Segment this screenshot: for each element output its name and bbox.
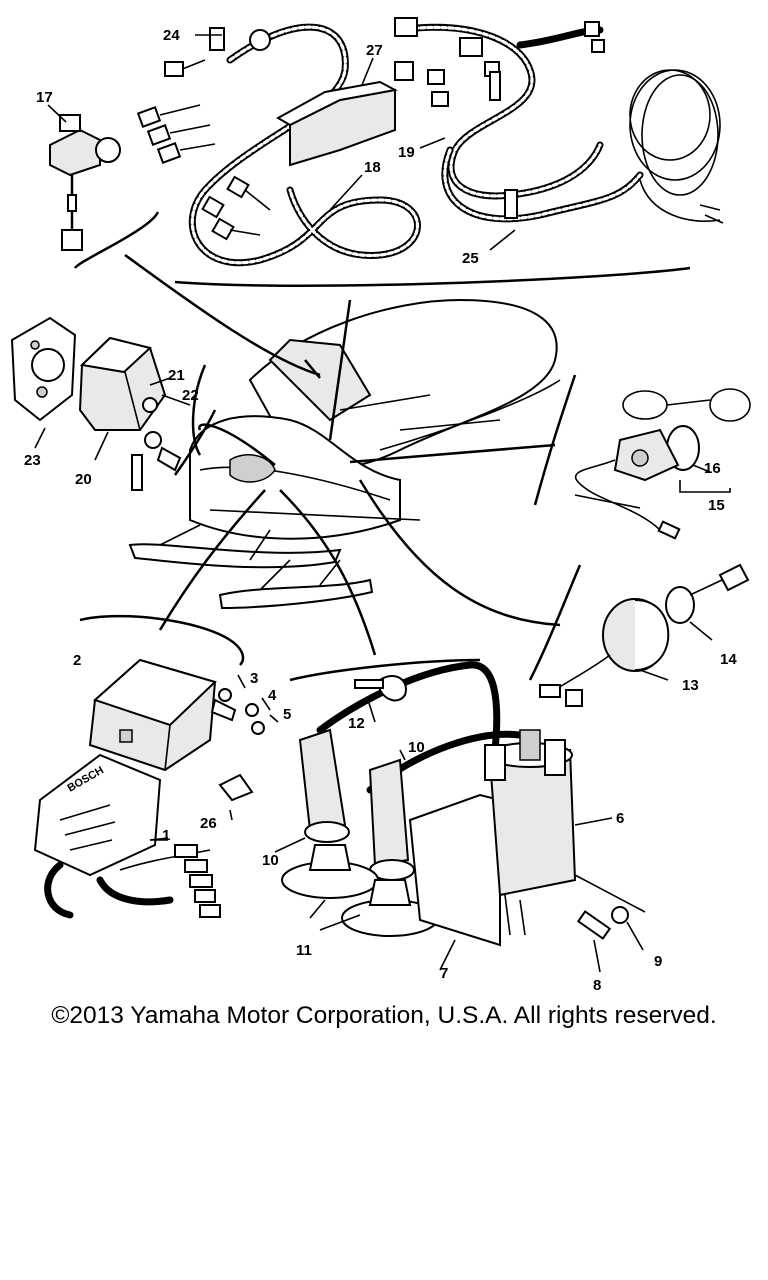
callout-8: 8 <box>593 977 601 994</box>
fuel-valve-part <box>47 104 121 251</box>
callout-6: 6 <box>616 810 624 827</box>
callout-7: 7 <box>440 965 448 982</box>
junction-module <box>275 80 399 167</box>
callout-3: 3 <box>250 670 258 687</box>
callout-20: 20 <box>75 471 92 488</box>
ignition-switch-group <box>528 374 751 707</box>
snowmobile-location-sketch <box>128 298 561 610</box>
callout-10-lower: 10 <box>262 852 279 869</box>
callout-10-upper: 10 <box>408 739 425 756</box>
callout-18: 18 <box>364 159 381 176</box>
callout-2: 2 <box>73 652 81 669</box>
callout-4: 4 <box>268 687 277 704</box>
harness-connector-cluster-top <box>394 17 605 107</box>
callout-15: 15 <box>708 497 725 514</box>
callout-1: 1 <box>162 827 170 844</box>
reference-lines <box>124 253 561 656</box>
callout-12: 12 <box>348 715 365 732</box>
callout-11: 11 <box>296 942 312 959</box>
electrical-parts-diagram: BOSCH <box>10 17 751 994</box>
voltage-regulator-group <box>10 316 217 491</box>
callout-24: 24 <box>163 27 180 44</box>
cdi-unit-group: BOSCH <box>33 614 279 919</box>
copyright-notice: ©2013 Yamaha Motor Corporation, U.S.A. A… <box>51 1002 717 1029</box>
callout-25: 25 <box>462 250 479 267</box>
harness-connector-cluster-left <box>136 104 271 241</box>
callout-labels: 1 2 3 4 5 6 7 8 9 10 10 11 12 13 14 15 1… <box>24 27 737 994</box>
callout-5: 5 <box>283 706 291 723</box>
callout-23: 23 <box>24 452 41 469</box>
callout-26: 26 <box>200 815 217 832</box>
callout-17: 17 <box>36 89 53 106</box>
callout-16: 16 <box>704 460 721 477</box>
harness-clamp <box>164 27 271 77</box>
callout-14: 14 <box>720 651 737 668</box>
cable-tie <box>504 189 518 219</box>
callout-27: 27 <box>366 42 383 59</box>
callout-22: 22 <box>182 387 199 404</box>
callout-13: 13 <box>682 677 699 694</box>
cable-tie-upper <box>489 71 501 101</box>
ignition-coil-group <box>149 658 646 973</box>
callout-9: 9 <box>654 953 662 970</box>
wire-harness-assembly <box>73 17 724 287</box>
callout-21: 21 <box>168 367 185 384</box>
callout-19: 19 <box>398 144 415 161</box>
